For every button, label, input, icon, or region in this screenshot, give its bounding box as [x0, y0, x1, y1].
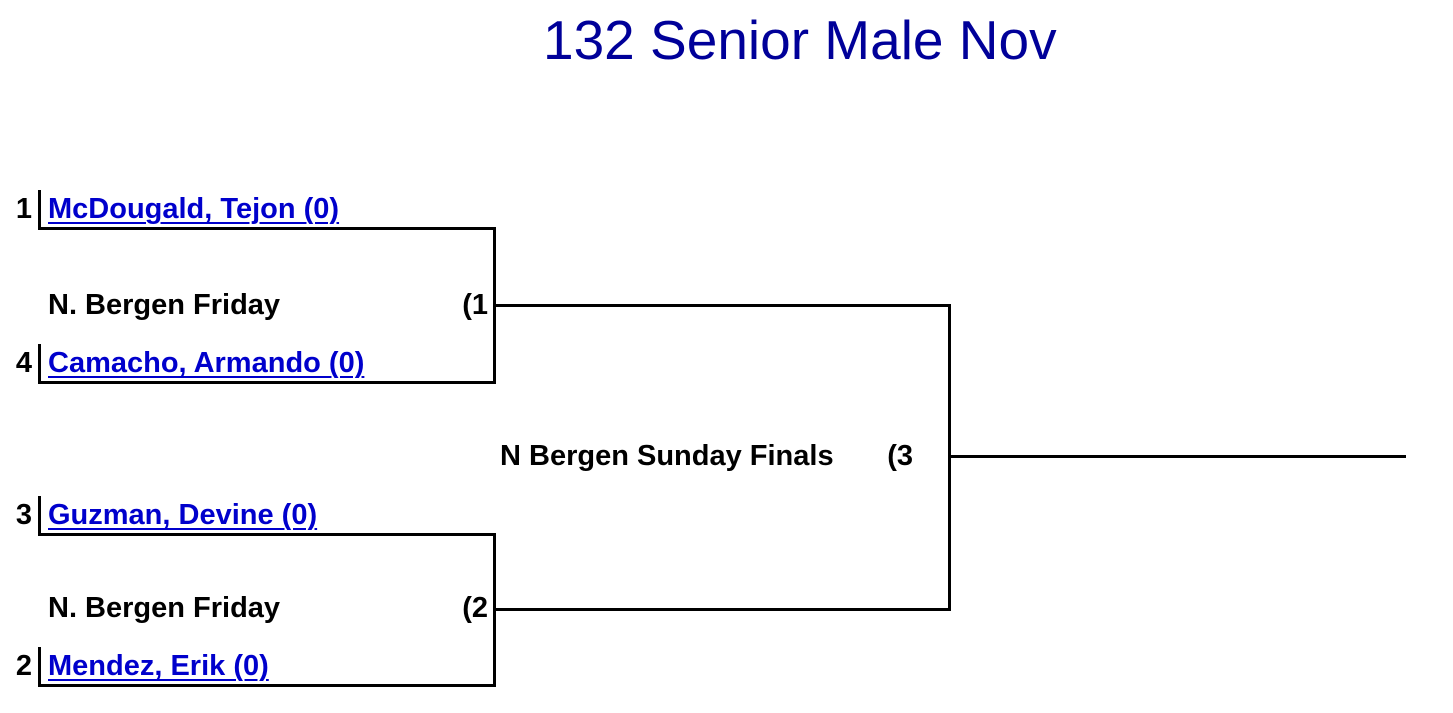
seed-tick [38, 190, 41, 230]
seed-line [38, 227, 496, 230]
page-title: 132 Senior Male Nov [543, 9, 1057, 71]
wrestler-link-guzman[interactable]: Guzman, Devine (0) [48, 499, 318, 531]
wrestler-link-mcdougald[interactable]: McDougald, Tejon (0) [48, 193, 340, 225]
seed-line [38, 533, 496, 536]
match-number: (3 [887, 439, 913, 472]
seed-number-3: 3 [15, 499, 32, 531]
match-number: (2 [462, 591, 488, 624]
seed-tick [38, 647, 41, 687]
seed-number-2: 2 [15, 650, 32, 682]
seed-tick [38, 496, 41, 536]
seed-line [38, 684, 496, 687]
match-label: N Bergen Sunday Finals [500, 439, 834, 472]
match-number: (1 [462, 288, 488, 321]
seed-line [38, 381, 496, 384]
winner-line [494, 608, 951, 611]
match-label: N. Bergen Friday [48, 288, 281, 321]
winner-line [494, 304, 951, 307]
seed-number-1: 1 [15, 193, 32, 225]
finals-row: N Bergen Sunday Finals (3 [500, 440, 913, 472]
seed-number-4: 4 [15, 347, 32, 379]
wrestler-link-mendez[interactable]: Mendez, Erik (0) [48, 650, 269, 682]
champion-line [950, 455, 1406, 458]
finals-connector-line [948, 304, 951, 611]
match-2-row: N. Bergen Friday (2 [48, 592, 488, 624]
match-1-row: N. Bergen Friday (1 [48, 289, 488, 321]
match-label: N. Bergen Friday [48, 591, 281, 624]
wrestler-link-camacho[interactable]: Camacho, Armando (0) [48, 347, 365, 379]
seed-tick [38, 344, 41, 384]
